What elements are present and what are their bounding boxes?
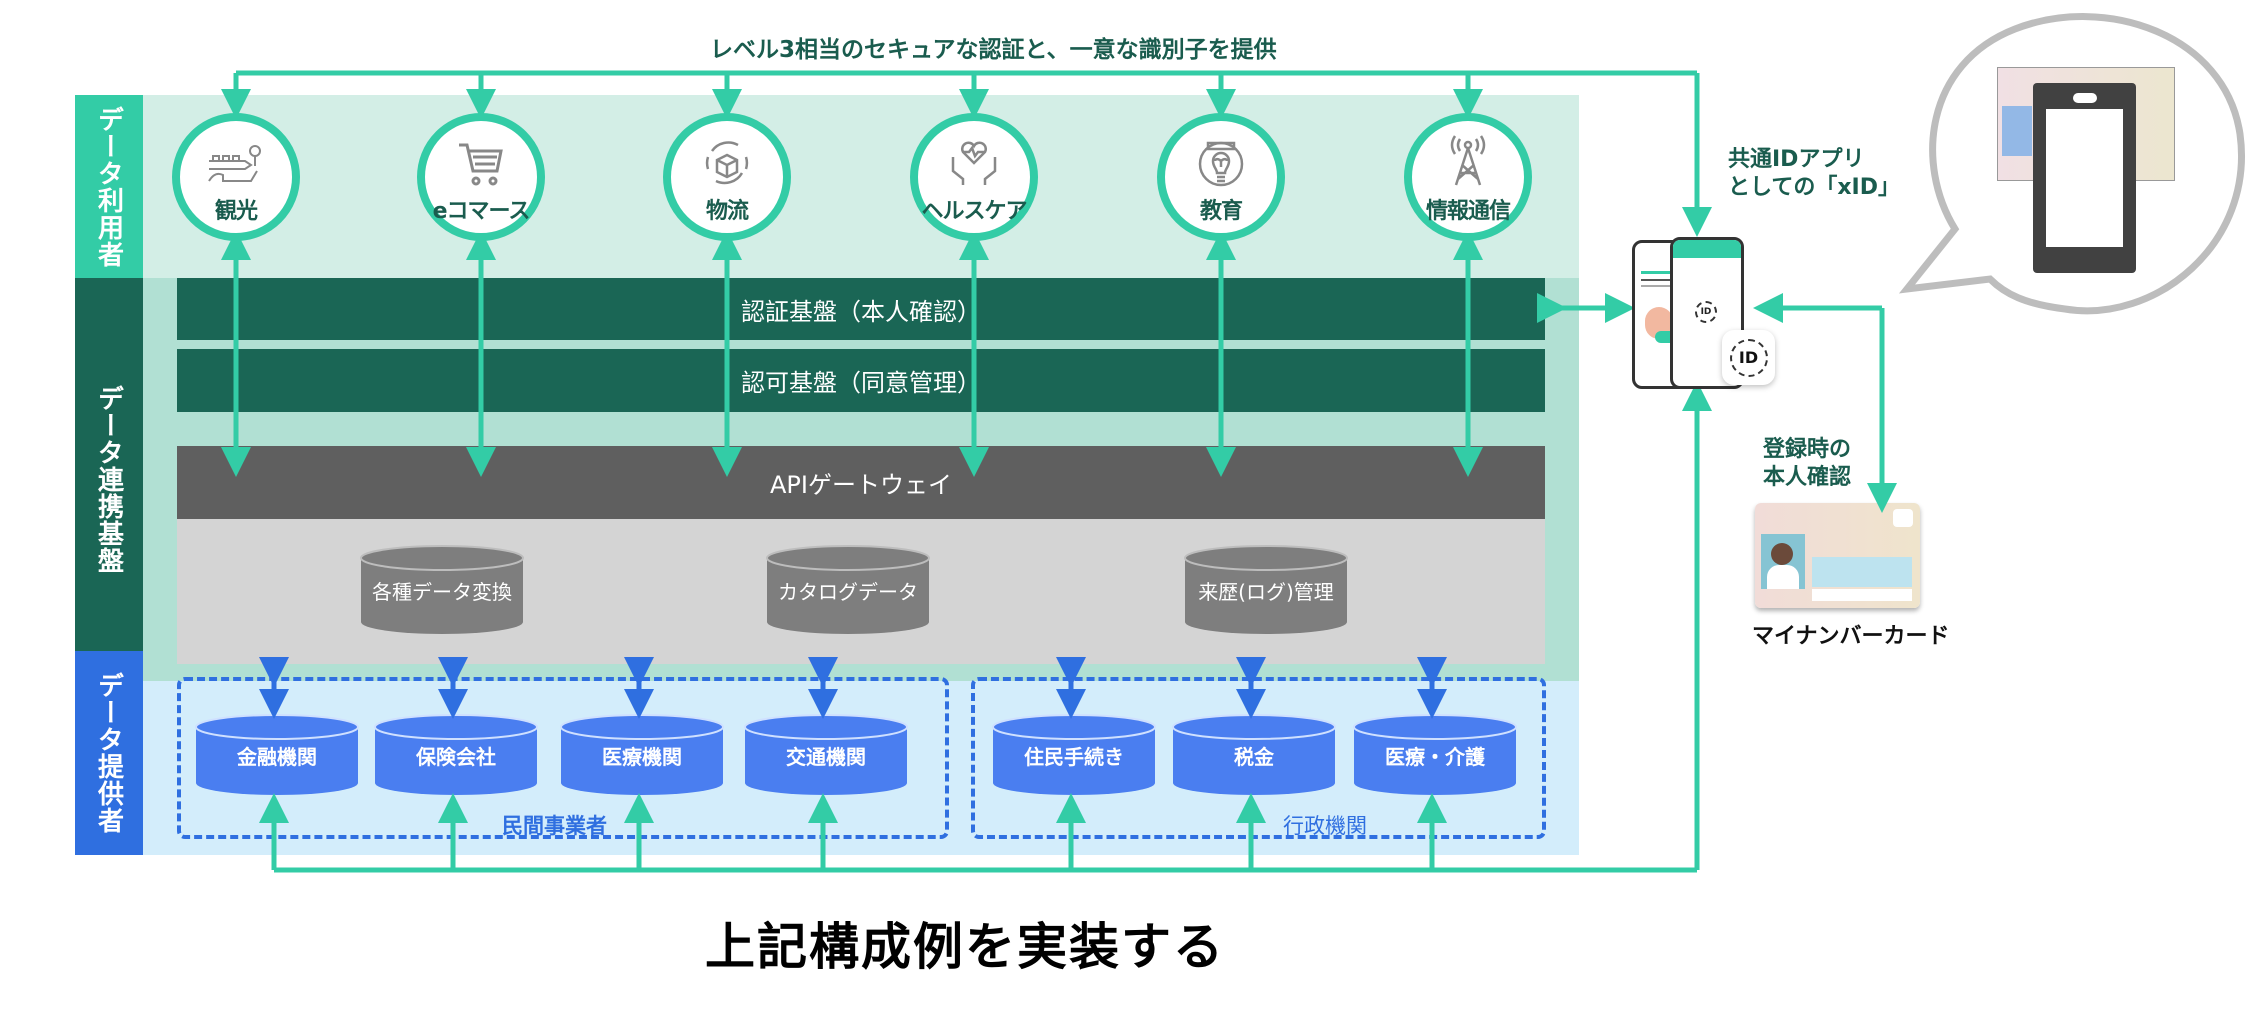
provider-db-2: 医療機関: [559, 713, 725, 797]
xid-phone-front: ID: [1670, 237, 1744, 389]
data-user-label: eコマース: [432, 199, 531, 224]
provider-db-3: 交通機関: [743, 713, 909, 797]
authorization-platform: 認可基盤（同意管理）: [177, 349, 1545, 412]
db-provenance-log: 来歴(ログ)管理: [1183, 544, 1349, 636]
api-gateway-label: APIゲートウェイ: [770, 471, 952, 499]
xid-logo-icon: ID: [1695, 301, 1717, 323]
logistics-icon: [702, 139, 752, 193]
xid-label-line2: としての「xID」: [1728, 175, 1900, 200]
data-user-label: 教育: [1199, 199, 1243, 224]
layer-label-users: データ利用者: [75, 95, 143, 278]
database-icon: [1172, 714, 1336, 795]
xid-label: 共通IDアプリ としての「xID」: [1728, 146, 1900, 202]
provider-db-label: 住民手続き: [1024, 744, 1124, 769]
registration-label: 登録時の 本人確認: [1763, 436, 1851, 492]
database-icon: [766, 545, 930, 634]
provider-db-label: 保険会社: [416, 744, 496, 769]
footer-title: 上記構成例を実装する: [705, 918, 1225, 976]
data-user-label: 物流: [705, 199, 749, 224]
provider-db-label: 医療機関: [602, 744, 682, 769]
smartphone-icon: [2033, 83, 2136, 273]
authentication-platform-label: 認証基盤（本人確認）: [741, 297, 981, 326]
data-user-4: 教育: [1157, 113, 1285, 241]
api-gateway: APIゲートウェイ: [177, 446, 1545, 519]
provider-db-5: 税金: [1171, 713, 1337, 797]
database-icon: [744, 714, 908, 795]
provider-db-4: 住民手続き: [991, 713, 1157, 797]
db-label: 来歴(ログ)管理: [1198, 579, 1334, 604]
provider-db-0: 金融機関: [194, 713, 360, 797]
database-icon: [374, 714, 538, 795]
data-user-3: ヘルスケア: [910, 113, 1038, 241]
data-user-label: 観光: [214, 199, 258, 224]
data-user-label: ヘルスケア: [921, 199, 1027, 224]
xid-app-icon: ID: [1722, 330, 1775, 385]
my-number-card-label: マイナンバーカード: [1752, 624, 1950, 649]
provider-db-label: 医療・介護: [1385, 744, 1485, 769]
database-icon: [560, 714, 724, 795]
provider-db-label: 税金: [1234, 744, 1274, 769]
my-number-card-image: [1755, 503, 1920, 608]
data-user-2: 物流: [663, 113, 791, 241]
private-sector-group: [177, 677, 949, 839]
db-label: カタログデータ: [778, 579, 918, 604]
database-icon: [992, 714, 1156, 795]
registration-label-line2: 本人確認: [1763, 465, 1852, 490]
layer-label-providers: データ提供者: [75, 651, 143, 855]
xid-app-icon-text: ID: [1738, 348, 1759, 367]
top-caption: レベル3相当のセキュアな認証と、一意な識別子を提供: [710, 37, 1277, 63]
provider-db-6: 医療・介護: [1352, 713, 1518, 797]
db-data-conversion: 各種データ変換: [359, 544, 525, 636]
government-label: 行政機関: [1283, 814, 1367, 838]
layer-label-platform: データ連携基盤: [75, 278, 143, 681]
data-user-label: 情報通信: [1425, 199, 1511, 224]
database-icon: [360, 545, 524, 634]
healthcare-icon: [949, 139, 999, 193]
data-user-0: 観光: [172, 113, 300, 241]
provider-db-label: 交通機関: [786, 744, 866, 769]
data-user-1: eコマース: [417, 113, 545, 241]
shopping-cart-icon: [457, 141, 505, 193]
private-sector-label: 民間事業者: [502, 814, 607, 838]
db-catalog-data: カタログデータ: [765, 544, 931, 636]
tourism-icon: [205, 141, 267, 193]
registration-label-line1: 登録時の: [1763, 437, 1852, 462]
users-band: [143, 95, 1579, 278]
provider-db-1: 保険会社: [373, 713, 539, 797]
data-user-5: 情報通信: [1404, 113, 1532, 241]
education-icon: [1196, 137, 1246, 193]
authorization-platform-label: 認可基盤（同意管理）: [741, 369, 981, 397]
database-icon: [1353, 714, 1517, 795]
telecom-tower-icon: [1448, 133, 1488, 193]
db-label: 各種データ変換: [372, 579, 512, 604]
authentication-platform: 認証基盤（本人確認）: [177, 278, 1545, 340]
provider-db-label: 金融機関: [237, 744, 317, 769]
database-icon: [195, 714, 359, 795]
xid-label-line1: 共通IDアプリ: [1728, 147, 1865, 172]
database-icon: [1184, 545, 1348, 634]
